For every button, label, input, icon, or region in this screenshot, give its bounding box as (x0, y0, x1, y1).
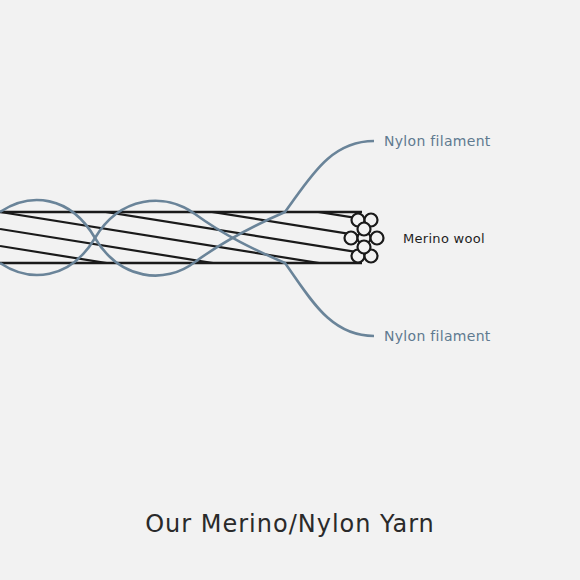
wool-strand (0, 229, 362, 263)
wool-strands (0, 212, 362, 263)
fibre-ends (345, 214, 384, 263)
filament-label: Nylon filament (384, 328, 491, 344)
wool-strand (0, 246, 362, 263)
wool-strand (0, 212, 362, 219)
caption: Our Merino/Nylon Yarn (145, 510, 435, 538)
yarn-edge (0, 211, 362, 214)
part-label: Merino wool (403, 231, 485, 246)
wool-strand (0, 212, 362, 253)
nylon-filament (0, 201, 374, 336)
filament-label: Nylon filament (384, 133, 491, 149)
yarn-edge (0, 262, 362, 265)
